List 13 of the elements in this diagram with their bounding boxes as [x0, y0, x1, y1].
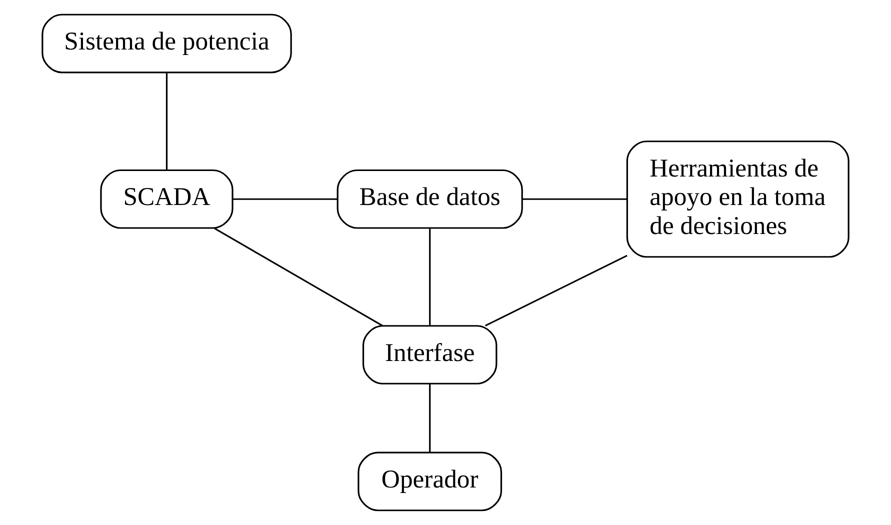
node-box: Interfase [362, 325, 498, 384]
connector [522, 198, 627, 200]
connector [214, 228, 383, 326]
connector [484, 254, 628, 326]
node-box: Base de datos [336, 169, 523, 229]
connector [233, 198, 338, 200]
node-box: SCADA [100, 169, 234, 229]
node-box: Operador [358, 452, 502, 512]
connector [166, 73, 168, 170]
node-box: Herramientas de apoyo en la toma de decisiones [626, 140, 850, 258]
node-box: Sistema de potencia [42, 14, 292, 74]
connector [429, 228, 431, 326]
connector [429, 384, 431, 453]
